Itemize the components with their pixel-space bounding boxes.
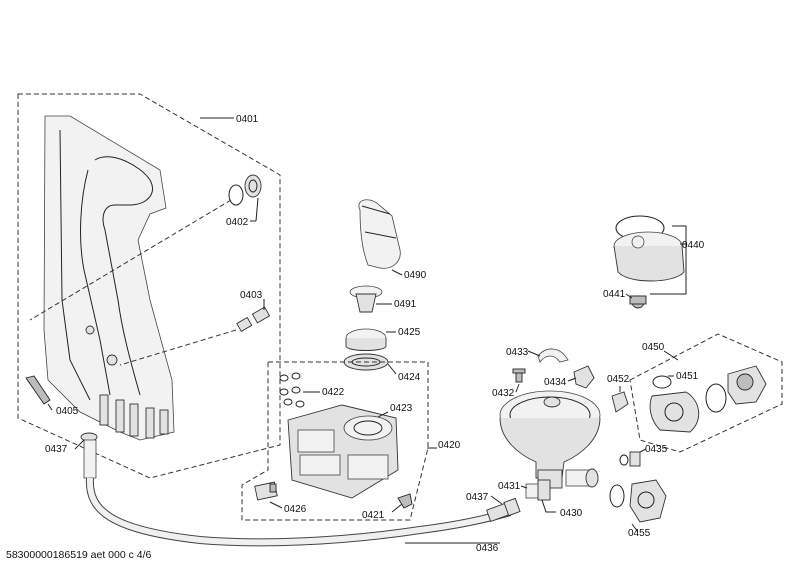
callout-0405: 0405 <box>56 406 79 417</box>
screw-part <box>512 368 526 383</box>
callout-0452: 0452 <box>607 374 630 385</box>
small-seals-part <box>279 372 305 408</box>
callout-0432: 0432 <box>492 388 515 399</box>
group-outline-0420 <box>241 361 429 521</box>
callout-0435: 0435 <box>645 444 668 455</box>
connector-part <box>236 306 271 332</box>
softener-unit-part <box>287 404 399 499</box>
callout-0433: 0433 <box>506 347 529 358</box>
callout-0434: 0434 <box>544 377 567 388</box>
callout-0430: 0430 <box>560 508 583 519</box>
document-reference: 58300000186519 aet 000 c 4/6 <box>6 549 152 561</box>
side-panel-part <box>43 115 175 441</box>
circulation-pump-parts <box>649 365 767 433</box>
group-outline-0401 <box>17 93 281 479</box>
callout-0423: 0423 <box>390 403 413 414</box>
callout-0403: 0403 <box>240 290 263 301</box>
callout-0437-right: 0437 <box>466 492 489 503</box>
callout-0431: 0431 <box>498 481 521 492</box>
callout-0451: 0451 <box>676 371 699 382</box>
heater-pump-part <box>613 215 685 309</box>
callout-0424: 0424 <box>398 372 421 383</box>
small-bracket-part <box>397 493 413 509</box>
callout-0402: 0402 <box>226 217 249 228</box>
callout-0440: 0440 <box>682 240 705 251</box>
drain-hose-part <box>80 432 521 547</box>
drain-pump-part <box>609 479 667 523</box>
seal-rings-part <box>228 174 262 206</box>
callout-0421: 0421 <box>362 510 385 521</box>
callout-0437-left: 0437 <box>45 444 68 455</box>
clip-small-part <box>611 391 629 413</box>
cover-flap-part <box>537 348 569 363</box>
lever-part <box>573 365 595 389</box>
callout-0422: 0422 <box>322 387 345 398</box>
callout-0425: 0425 <box>398 327 421 338</box>
callout-0450: 0450 <box>642 342 665 353</box>
valve-housing-part <box>343 328 389 371</box>
callout-0441: 0441 <box>603 289 626 300</box>
callout-0401: 0401 <box>236 114 259 125</box>
group-outline-0450 <box>629 333 783 453</box>
outlet-fitting-part <box>525 479 551 501</box>
callout-0426: 0426 <box>284 504 307 515</box>
callout-0490: 0490 <box>404 270 427 281</box>
pump-sump-part <box>499 390 601 489</box>
clip-part <box>25 375 51 405</box>
callout-0455: 0455 <box>628 528 651 539</box>
callout-0491: 0491 <box>394 299 417 310</box>
float-cap-part <box>349 285 383 313</box>
callout-0436: 0436 <box>476 543 499 554</box>
sensor-plug-part <box>254 481 278 501</box>
funnel-part <box>358 199 401 269</box>
callout-0420: 0420 <box>438 440 461 451</box>
small-valve-part <box>619 451 641 467</box>
